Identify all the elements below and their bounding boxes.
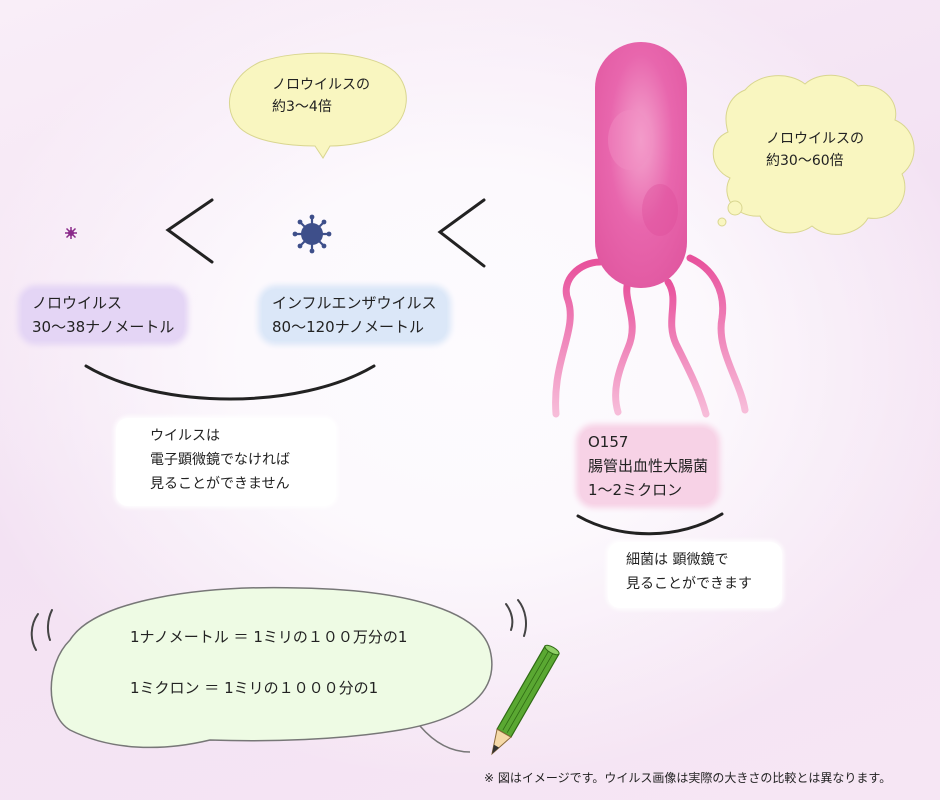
norovirus-icon (65, 227, 77, 239)
speech-bubble-top-center (228, 52, 407, 159)
influenza-virus-icon (292, 214, 332, 254)
bubble-text-3-4-times: ノロウイルスの 約3～4倍 (272, 77, 370, 115)
virus-microscope-note: ウイルスは 電子顕微鏡でなければ 見ることができません (116, 418, 336, 506)
less-than-sign-1 (165, 198, 214, 264)
influenza-label: インフルエンザウイルス 80～120ナノメートル (262, 289, 447, 341)
bubble-text-30-60-times: ノロウイルスの 約30～60倍 (766, 131, 864, 169)
footnote: ※ 図はイメージです。ウイルス画像は実際の大きさの比較とは異なります。 (484, 771, 892, 785)
motion-marks (30, 599, 527, 651)
bacteria-microscope-note: 細菌は 顕微鏡で 見ることができます (608, 542, 782, 608)
ecoli-bacterium-icon (552, 42, 749, 418)
ecoli-label: O157 腸管出血性大腸菌 1～2ミクロン (580, 428, 717, 504)
bracket-viruses (84, 364, 376, 401)
unit-micron-definition: 1ミクロン ＝ 1ミリの１０００分の1 (130, 679, 379, 697)
pencil-icon (491, 644, 560, 756)
norovirus-label: ノロウイルス 30～38ナノメートル (22, 289, 185, 341)
less-than-sign-2 (437, 198, 486, 268)
bracket-bacteria (576, 512, 724, 536)
cloud-bubble-top-right (712, 74, 915, 235)
unit-nanometer-definition: 1ナノメートル ＝ 1ミリの１００万分の1 (130, 628, 408, 646)
speech-bubble-units (50, 586, 493, 753)
